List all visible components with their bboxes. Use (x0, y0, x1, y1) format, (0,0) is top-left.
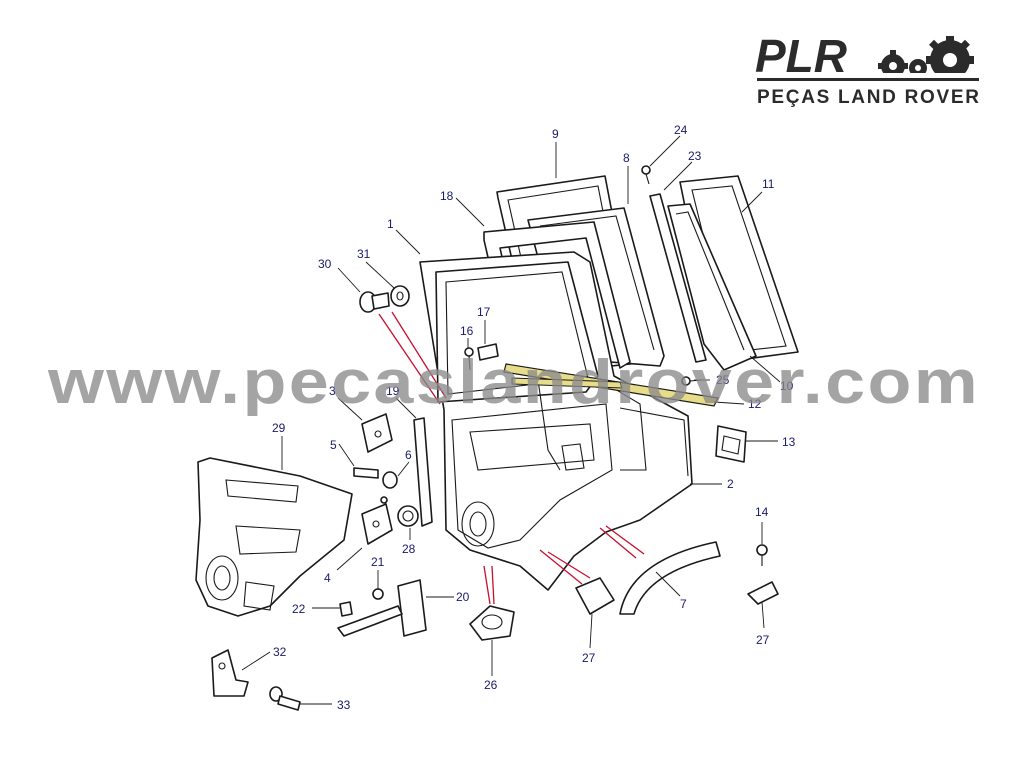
washer-31 (390, 285, 410, 307)
latch-bracket-13 (715, 425, 747, 463)
callout-5: 5 (330, 438, 337, 452)
callout-12: 12 (748, 397, 762, 411)
callout-7: 7 (680, 597, 687, 611)
callout-17: 17 (477, 305, 491, 319)
callout-29: 29 (272, 421, 286, 435)
gear-icon (878, 36, 974, 80)
bolt-30 (359, 291, 390, 313)
callout-25: 25 (716, 373, 730, 387)
callout-27-right: 27 (756, 633, 770, 647)
bolt-22 (339, 601, 353, 617)
door-shell (419, 251, 693, 591)
bracket-32 (211, 649, 249, 697)
callout-22: 22 (292, 602, 306, 616)
callout-3: 3 (329, 384, 336, 398)
door-check-20 (337, 579, 427, 637)
callout-labels: 9 8 24 23 11 18 1 30 31 17 16 25 10 12 1… (272, 123, 796, 712)
leader-lines (241, 135, 781, 705)
callout-11: 11 (762, 177, 775, 191)
callout-27-center: 27 (582, 651, 596, 665)
callout-2: 2 (727, 477, 734, 491)
trim-panel-29 (195, 457, 353, 617)
callout-21: 21 (371, 555, 385, 569)
callout-20: 20 (456, 590, 470, 604)
callout-1: 1 (387, 217, 394, 231)
grommet-28 (397, 505, 419, 527)
callout-13: 13 (782, 435, 796, 449)
brand-rule-cover (757, 78, 979, 81)
callout-6: 6 (405, 448, 412, 462)
hinge-upper-3 (361, 413, 393, 453)
screw-25 (681, 376, 703, 386)
callout-19: 19 (386, 384, 400, 398)
callout-18: 18 (440, 189, 454, 203)
brand-name: PLR (755, 30, 847, 82)
bracket-17 (477, 343, 499, 361)
callout-23: 23 (688, 149, 702, 163)
watermark: www.pecaslandrover.com (47, 348, 980, 417)
callout-9: 9 (552, 127, 559, 141)
bolt-5 (353, 467, 379, 479)
brand-logo: PLR PEÇAS LAND ROVER (755, 30, 980, 108)
callout-33: 33 (337, 698, 351, 712)
callout-32: 32 (273, 645, 287, 659)
callout-28: 28 (402, 542, 416, 556)
seal-26 (469, 605, 515, 641)
callout-24: 24 (674, 123, 688, 137)
callout-26: 26 (484, 678, 498, 692)
callout-30: 30 (318, 257, 332, 271)
clip-16 (464, 347, 474, 371)
screw-14 (756, 544, 768, 566)
brand-tagline: PEÇAS LAND ROVER (757, 87, 979, 108)
waist-seal-12 (503, 363, 719, 407)
assembly-lines (378, 311, 645, 605)
division-channel-23 (649, 193, 707, 363)
callout-10: 10 (780, 379, 794, 393)
seal-strip-19 (413, 417, 433, 527)
callout-16: 16 (460, 324, 474, 338)
bolt-33 (269, 686, 301, 711)
callout-14: 14 (755, 505, 769, 519)
bolt-21 (372, 588, 384, 600)
callout-31: 31 (357, 247, 371, 261)
quarter-glass-seal-10 (667, 203, 757, 371)
callout-8: 8 (623, 151, 630, 165)
hinge-lower-4 (361, 496, 393, 545)
bracket-27-right (747, 581, 779, 605)
reflector-27 (575, 577, 615, 615)
nut-6 (382, 471, 398, 489)
screw-24 (641, 165, 651, 185)
arch-moulding-7 (619, 541, 721, 615)
callout-4: 4 (324, 571, 331, 585)
